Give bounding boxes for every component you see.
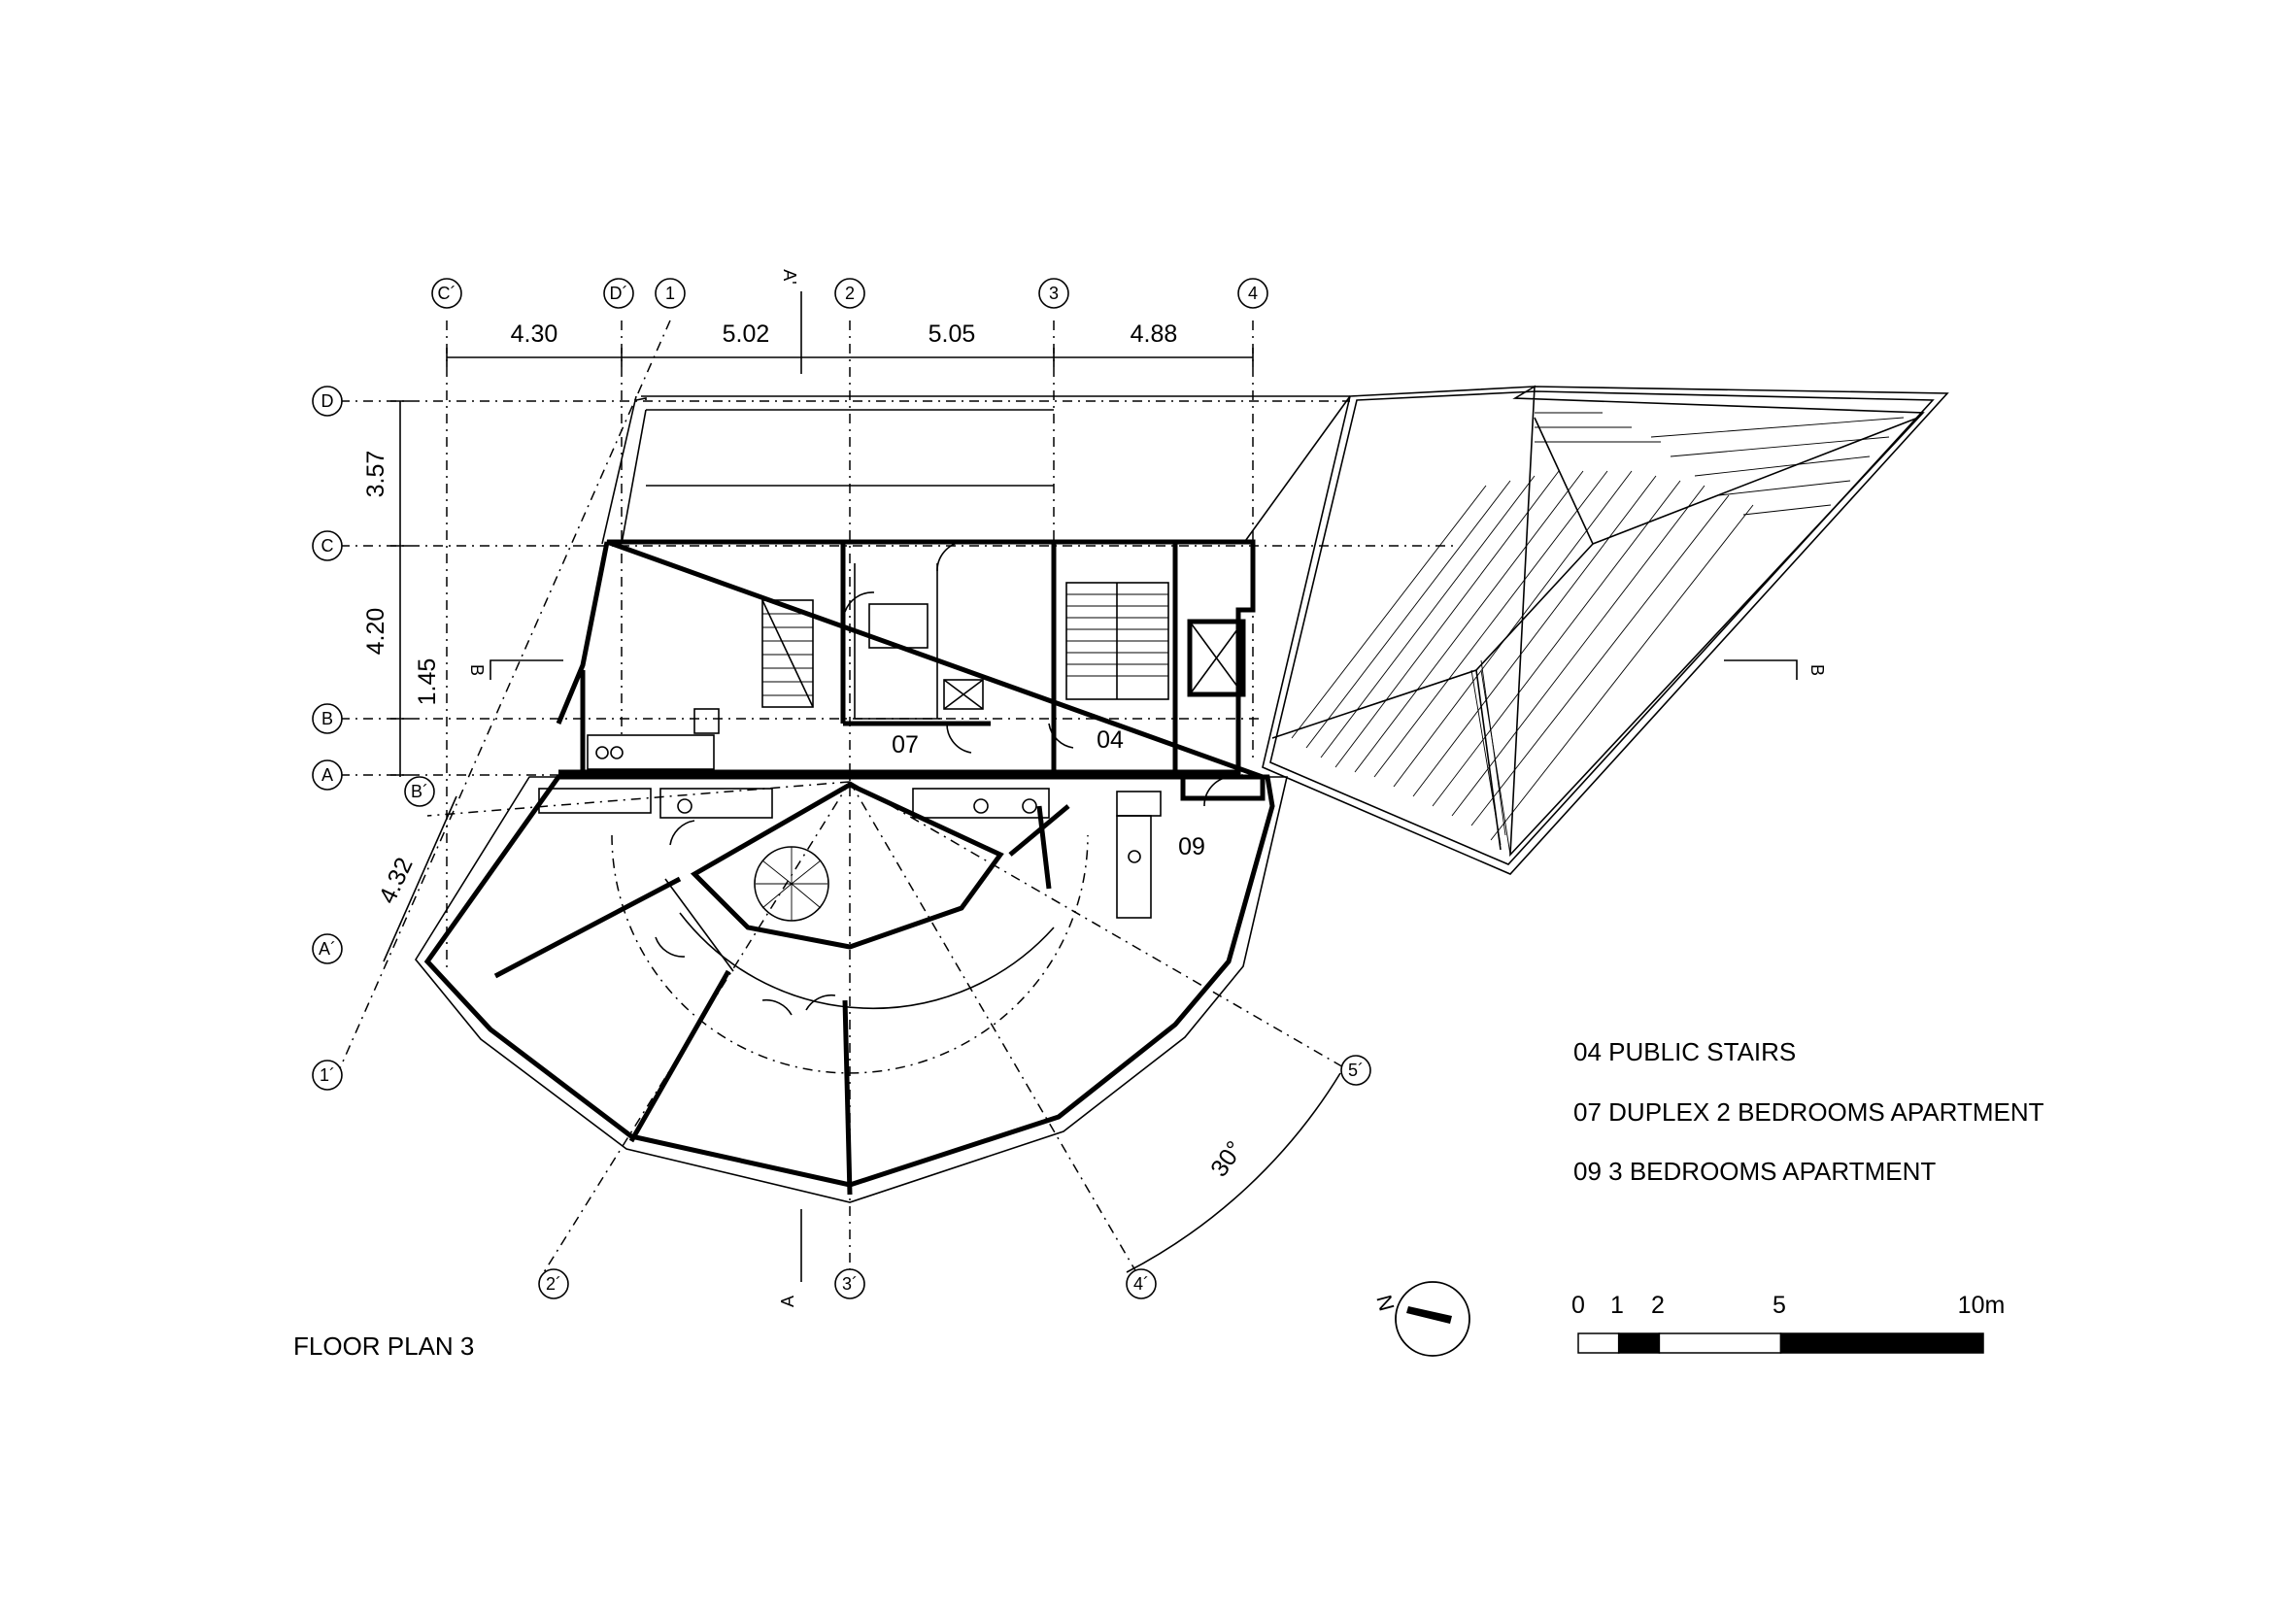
drawing-title: FLOOR PLAN 3 (293, 1331, 474, 1361)
dimension-value: 4.88 (1131, 320, 1178, 348)
legend-item: 07 DUPLEX 2 BEDROOMS APARTMENT (1573, 1097, 2044, 1127)
axis-label: 4 (1248, 284, 1258, 303)
room-label-09: 09 (1178, 833, 1205, 860)
scale-label: 1 (1610, 1292, 1624, 1319)
section-label: B (467, 664, 487, 676)
axis-label: 1 (665, 284, 675, 303)
axis-label: 1´ (320, 1065, 335, 1085)
angle-value: 30° (1205, 1136, 1249, 1182)
axis-label: D´ (610, 284, 628, 303)
scale-segment (1577, 1332, 1620, 1354)
scale-bar: 0 1 2 5 10m (1571, 1292, 2006, 1354)
axis-label: 2´ (546, 1274, 561, 1294)
north-arrow-icon: N (1371, 1281, 1470, 1357)
scale-segment (1617, 1332, 1661, 1354)
axis-label: A' (780, 269, 799, 284)
scale-label: 5 (1773, 1292, 1786, 1319)
section-label: A (778, 1296, 797, 1307)
roof-plan (1262, 385, 1949, 875)
dimension-value: 3.57 (362, 451, 389, 498)
scale-label: 2 (1651, 1292, 1665, 1319)
section-label: B (1807, 664, 1827, 676)
axis-label: B´ (411, 782, 428, 801)
axis-label: 3´ (842, 1274, 858, 1294)
dimension-value: 4.20 (362, 608, 389, 656)
north-label: N (1371, 1293, 1399, 1314)
room-label-07: 07 (892, 731, 919, 758)
scale-segment (1658, 1332, 1782, 1354)
scale-label: 10m (1958, 1292, 2006, 1319)
dimension-value: 4.30 (511, 320, 558, 348)
axis-label: A´ (319, 939, 336, 959)
axis-label: 5´ (1348, 1061, 1364, 1080)
building-walls (415, 395, 1351, 1203)
room-label-04: 04 (1097, 726, 1124, 754)
axis-label: C´ (438, 284, 456, 303)
scale-segment (1779, 1332, 1984, 1354)
axis-label: A (321, 765, 333, 785)
axis-label: C (321, 536, 334, 556)
dimension-lines (383, 291, 1798, 1282)
scale-label: 0 (1571, 1292, 1585, 1319)
axis-bubbles (312, 278, 1371, 1299)
axis-label: 4´ (1133, 1274, 1149, 1294)
dimension-value: 1.45 (414, 658, 441, 706)
dimension-value: 5.05 (929, 320, 976, 348)
legend-item: 04 PUBLIC STAIRS (1573, 1037, 1796, 1066)
axis-label: 3 (1049, 284, 1059, 303)
dimension-value: 5.02 (723, 320, 770, 348)
axis-label: B (321, 709, 333, 728)
axis-label: 2 (845, 284, 855, 303)
axis-label: D (321, 391, 334, 411)
legend-item: 09 3 BEDROOMS APARTMENT (1573, 1157, 1936, 1186)
